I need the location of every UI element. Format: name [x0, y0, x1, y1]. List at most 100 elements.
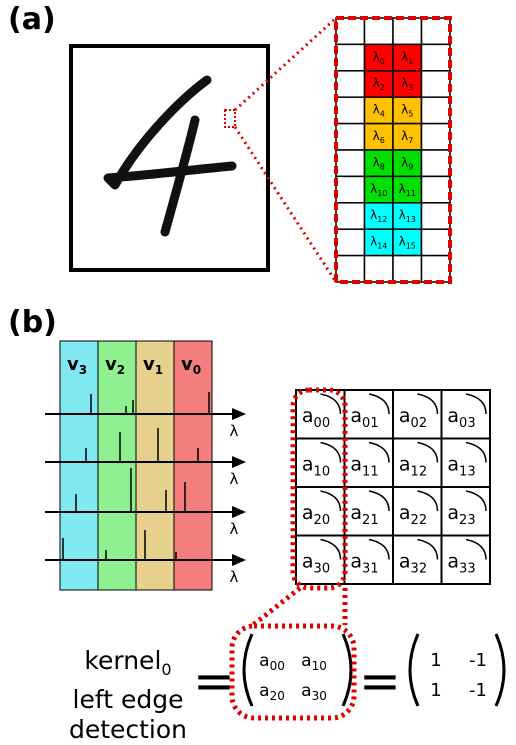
- vector-column: [135, 340, 175, 591]
- matrix-cell-curve: [465, 490, 487, 512]
- kernel-entry: a00: [259, 651, 285, 673]
- matrix-entry: a33: [447, 551, 475, 577]
- kernel-highlight: [229, 623, 357, 721]
- matrix-cell-curve: [368, 393, 390, 415]
- pixel-wavelength-label: λ4: [373, 103, 385, 119]
- kernel-right-paren: [341, 633, 353, 707]
- pixel-cell: [420, 122, 451, 151]
- matrix-column-highlight: [290, 387, 348, 591]
- axis-arrowhead: [232, 506, 246, 518]
- pixel-cell: [335, 17, 366, 46]
- matrix-cell-curve: [465, 538, 487, 560]
- matrix-cell: [440, 486, 491, 537]
- pixel-cell: [420, 202, 451, 230]
- matrix-cell: [440, 534, 491, 585]
- pixel-wavelength-label: λ6: [373, 129, 385, 145]
- vector-label: v1: [143, 354, 163, 377]
- zoom-connector-lines: [233, 16, 338, 283]
- matrix-cell-curve: [320, 393, 342, 415]
- equals-sign-2: =: [359, 652, 401, 710]
- pixel-cell: [363, 254, 394, 283]
- result-entry: 1: [430, 680, 441, 701]
- matrix-cell-curve: [417, 441, 439, 463]
- matrix-cell: [440, 389, 491, 440]
- matrix-entry: a30: [302, 551, 330, 577]
- matrix-entry: a21: [350, 502, 378, 528]
- pixel-cell: [392, 43, 423, 72]
- pixel-cell: [420, 228, 451, 257]
- kernel-entry: a30: [301, 681, 327, 703]
- panel-a-label: (a): [8, 2, 56, 37]
- kernel-label: kernel0 left edge detection: [58, 646, 198, 745]
- digit-image: [69, 44, 270, 272]
- kernel-entry: a10: [301, 651, 327, 673]
- digit-four-stem: [160, 115, 200, 237]
- pixel-cell: [420, 96, 451, 125]
- matrix-cell: [295, 389, 346, 440]
- pixel-wavelength-label: λ14: [370, 235, 387, 251]
- axis-arrowhead: [232, 408, 246, 420]
- matrix-cell-curve: [417, 490, 439, 512]
- pixel-cell: [392, 149, 423, 178]
- matrix-cell: [392, 437, 443, 488]
- pixel-cell: [335, 122, 366, 151]
- matrix-cell: [440, 437, 491, 488]
- matrix-cell-curve: [417, 538, 439, 560]
- result-entry: -1: [469, 650, 487, 671]
- matrix-entry: a01: [350, 405, 378, 431]
- matrix-cell-curve: [465, 393, 487, 415]
- axis-arrowhead: [232, 554, 246, 566]
- pixel-cell: [335, 149, 366, 178]
- pixel-wavelength-label: λ3: [401, 76, 413, 92]
- axis-arrowhead: [232, 456, 246, 468]
- matrix-entry: a11: [350, 454, 378, 480]
- pixel-cell: [392, 228, 423, 257]
- pixel-wavelength-label: λ9: [401, 155, 413, 171]
- pixel-cell: [420, 43, 451, 72]
- matrix-cell: [343, 534, 394, 585]
- pixel-wavelength-label: λ7: [401, 129, 413, 145]
- kernel-label-subscript: 0: [161, 660, 172, 679]
- result-right-paren: [494, 633, 506, 707]
- matrix-entry: a00: [302, 405, 330, 431]
- matrix-cell-curve: [368, 490, 390, 512]
- pixel-wavelength-label: λ13: [399, 208, 416, 224]
- matrix-cell-curve: [320, 490, 342, 512]
- pixel-cell: [420, 149, 451, 178]
- vector-column: [59, 340, 99, 591]
- equals-sign-1: =: [193, 652, 235, 710]
- matrix-cell: [295, 534, 346, 585]
- matrix-cell-curve: [417, 393, 439, 415]
- axis-lambda-label: λ: [230, 470, 239, 488]
- pixel-cell: [335, 228, 366, 257]
- pixel-wavelength-label: λ2: [373, 76, 385, 92]
- result-entry: 1: [430, 650, 441, 671]
- pixel-cell: [392, 122, 423, 151]
- pixel-wavelength-label: λ10: [370, 182, 387, 198]
- pixel-grid-border: [334, 16, 452, 284]
- vector-label: v3: [67, 354, 87, 377]
- matrix-cell-curve: [320, 441, 342, 463]
- pixel-cell: [335, 96, 366, 125]
- vector-label: v0: [181, 354, 201, 377]
- matrix-cell-curve: [320, 538, 342, 560]
- pixel-cell: [392, 17, 423, 46]
- pixel-cell: [392, 175, 423, 204]
- kernel-connector-left: [251, 586, 302, 627]
- axis-lambda-label: λ: [230, 422, 239, 440]
- pixel-cell: [392, 70, 423, 98]
- matrix-entry: a10: [302, 454, 330, 480]
- pixel-wavelength-label: λ5: [401, 103, 413, 119]
- pixel-cell: [363, 202, 394, 230]
- kernel-label-line-2: left edge: [72, 685, 184, 714]
- pixel-cell: [335, 43, 366, 72]
- pixel-wavelength-label: λ15: [399, 235, 416, 251]
- pixel-wavelength-label: λ11: [399, 182, 416, 198]
- matrix-entry: a02: [399, 405, 427, 431]
- pixel-cell: [363, 175, 394, 204]
- pixel-cell: [420, 70, 451, 98]
